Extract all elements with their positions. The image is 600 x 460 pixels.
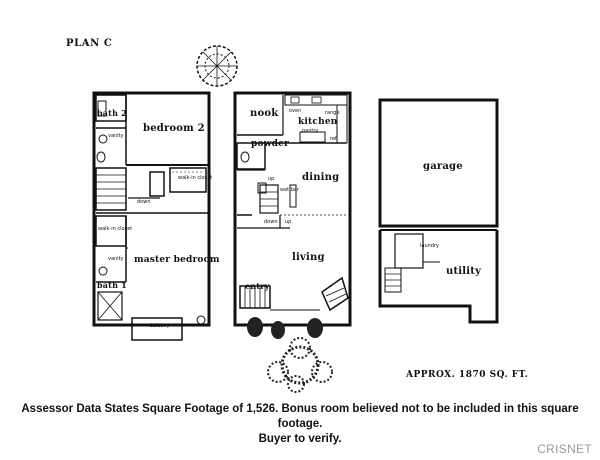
sink-icon <box>98 134 108 144</box>
label-pantry: pantry <box>302 128 319 134</box>
shrub-icons <box>247 317 323 339</box>
bath-1-shower <box>97 291 123 321</box>
label-up: up <box>268 176 275 182</box>
label-up-main: up <box>285 219 292 225</box>
lower-level-plan <box>378 98 499 324</box>
fireplace <box>321 276 349 312</box>
label-oven: oven <box>289 108 302 114</box>
upper-floor-outer-wall <box>92 91 211 327</box>
main-floor-plan <box>233 91 352 327</box>
balcony <box>131 317 183 341</box>
label-powder: powder <box>251 139 290 149</box>
powder-room <box>236 142 266 170</box>
wet-bar <box>289 184 297 208</box>
shrub-cluster-icon <box>267 337 333 393</box>
label-balcony: balcony <box>150 323 170 329</box>
label-laundry: laundry <box>420 243 439 249</box>
label-wet-bar: wet bar <box>280 187 300 193</box>
disclaimer-line-2: Buyer to verify. <box>258 433 342 445</box>
label-bath-2: bath 2 <box>97 108 127 118</box>
area-note: APPROX. 1870 SQ. FT. <box>406 370 529 380</box>
toilet-icon <box>96 151 106 163</box>
label-vanity-top: vanity <box>108 133 124 139</box>
label-ref: ref <box>330 136 337 142</box>
kitchen-counter-top <box>284 94 348 106</box>
label-vanity-bottom: vanity <box>108 256 124 262</box>
label-walk-in-closet-2: walk-in closet <box>98 226 133 232</box>
label-walk-in-closet: walk-in closet <box>178 175 213 181</box>
upper-floor-plan <box>92 91 211 341</box>
main-floor-outer-wall <box>233 91 352 327</box>
pantry <box>299 131 326 143</box>
label-kitchen: kitchen <box>298 117 338 127</box>
tree-icon <box>196 45 238 87</box>
garage-walls <box>378 98 499 228</box>
label-bedroom-2: bedroom 2 <box>143 123 205 134</box>
watermark: CRISNET <box>537 442 592 456</box>
utility-walls <box>378 230 499 324</box>
bath-2-tub <box>97 100 107 117</box>
label-garage: garage <box>423 161 463 172</box>
label-down-main: down <box>264 219 278 225</box>
label-down: down <box>137 199 151 205</box>
label-nook: nook <box>250 108 279 119</box>
laundry-area <box>394 233 424 269</box>
plan-title: PLAN C <box>66 38 113 49</box>
sink-icon-2 <box>98 266 108 276</box>
label-living: living <box>292 252 325 263</box>
label-bath-1: bath 1 <box>97 280 127 290</box>
label-range: range <box>325 110 340 116</box>
label-entry: entry <box>245 281 270 291</box>
disclaimer-line-1: Assessor Data States Square Footage of 1… <box>21 403 579 430</box>
walk-in-closet-upper <box>169 167 207 193</box>
disclaimer: Assessor Data States Square Footage of 1… <box>0 402 600 447</box>
label-master-bedroom: master bedroom <box>134 255 220 265</box>
label-dining: dining <box>302 172 340 183</box>
label-utility: utility <box>446 266 482 277</box>
